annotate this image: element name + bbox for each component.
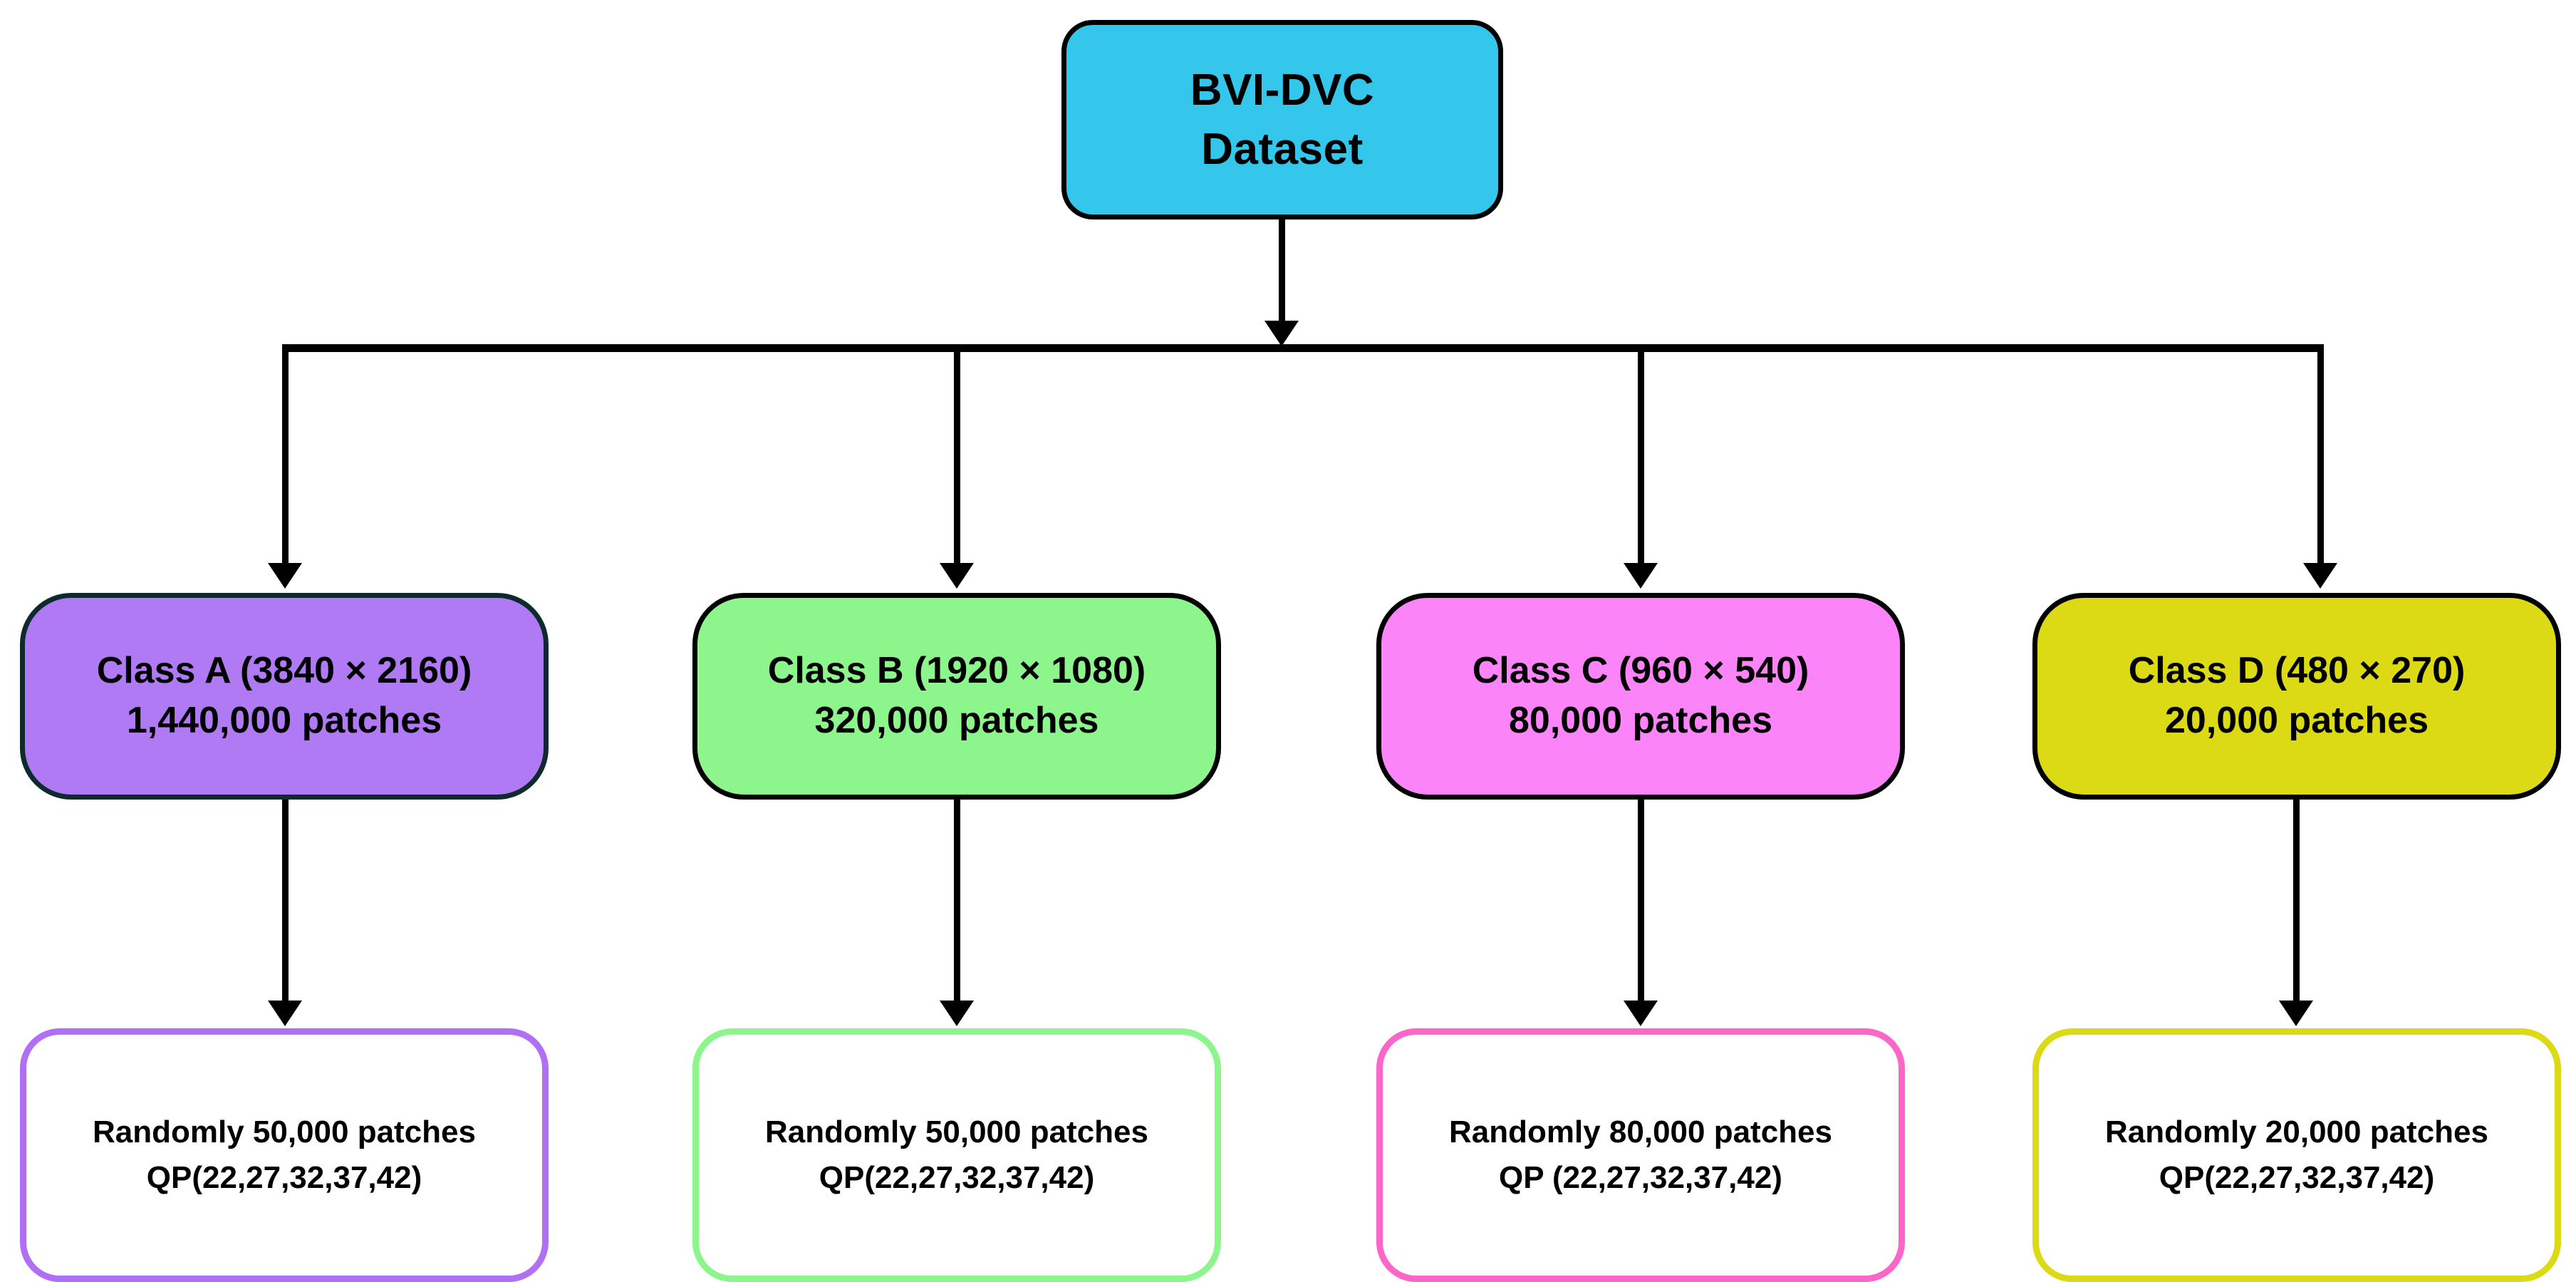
connector-bus-to-class-c: [1638, 344, 1644, 565]
class-b-line-1: Class B (1920 × 1080): [767, 650, 1146, 692]
class-d-line-2: 20,000 patches: [2164, 700, 2429, 741]
leaf-c-line-2: QP (22,27,32,37,42): [1499, 1160, 1782, 1195]
node-bvi-dvc-dataset[interactable]: BVI-DVC Dataset: [1061, 20, 1503, 219]
node-leaf-class-b[interactable]: Randomly 50,000 patches QP(22,27,32,37,4…: [692, 1028, 1221, 1282]
class-a-line-1: Class A (3840 × 2160): [96, 650, 472, 692]
class-c-line-2: 80,000 patches: [1508, 700, 1773, 741]
leaf-a-line-1: Randomly 50,000 patches: [92, 1115, 476, 1150]
class-b-line-2: 320,000 patches: [814, 700, 1099, 741]
node-class-c[interactable]: Class C (960 × 540) 80,000 patches: [1376, 593, 1905, 800]
class-c-line-1: Class C (960 × 540): [1472, 650, 1809, 692]
class-a-line-2: 1,440,000 patches: [126, 700, 442, 741]
node-leaf-class-c[interactable]: Randomly 80,000 patches QP (22,27,32,37,…: [1376, 1028, 1905, 1282]
root-title-line-1: BVI-DVC: [1190, 65, 1375, 115]
class-d-line-1: Class D (480 × 270): [2128, 650, 2466, 692]
connector-bus-to-class-b: [954, 344, 960, 565]
arrowhead-class-d: [2303, 563, 2337, 589]
leaf-b-line-1: Randomly 50,000 patches: [764, 1115, 1148, 1150]
leaf-a-line-2: QP(22,27,32,37,42): [146, 1160, 422, 1195]
leaf-c-line-1: Randomly 80,000 patches: [1448, 1115, 1832, 1150]
connector-bus-to-class-d: [2317, 344, 2324, 565]
leaf-d-line-2: QP(22,27,32,37,42): [2159, 1160, 2435, 1195]
arrowhead-leaf-a: [268, 1001, 302, 1026]
root-title-line-2: Dataset: [1201, 125, 1364, 174]
connector-class-d-to-leaf-d: [2293, 800, 2300, 1003]
connector-bus-to-class-a: [282, 344, 289, 565]
node-class-a[interactable]: Class A (3840 × 2160) 1,440,000 patches: [20, 593, 549, 800]
connector-class-b-to-leaf-b: [954, 800, 960, 1003]
connector-horizontal-bus: [282, 344, 2324, 352]
node-class-b[interactable]: Class B (1920 × 1080) 320,000 patches: [692, 593, 1221, 800]
node-leaf-class-a[interactable]: Randomly 50,000 patches QP(22,27,32,37,4…: [20, 1028, 549, 1282]
arrowhead-class-a: [268, 563, 302, 589]
arrowhead-leaf-c: [1624, 1001, 1658, 1026]
node-class-d[interactable]: Class D (480 × 270) 20,000 patches: [2032, 593, 2561, 800]
arrowhead-class-b: [940, 563, 974, 589]
arrowhead-class-c: [1624, 563, 1658, 589]
arrowhead-leaf-d: [2279, 1001, 2313, 1026]
leaf-b-line-2: QP(22,27,32,37,42): [819, 1160, 1095, 1195]
arrowhead-leaf-b: [940, 1001, 974, 1026]
node-leaf-class-d[interactable]: Randomly 20,000 patches QP(22,27,32,37,4…: [2032, 1028, 2561, 1282]
connector-class-c-to-leaf-c: [1638, 800, 1644, 1003]
arrowhead-root-stem: [1264, 321, 1299, 346]
connector-root-stem: [1279, 219, 1285, 330]
leaf-d-line-1: Randomly 20,000 patches: [2104, 1115, 2488, 1150]
connector-class-a-to-leaf-a: [282, 800, 289, 1003]
